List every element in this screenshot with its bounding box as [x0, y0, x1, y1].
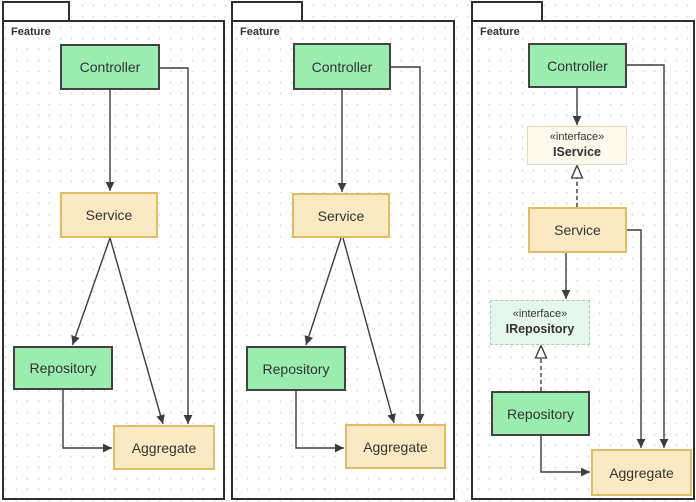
node-controller: Controller	[528, 43, 627, 88]
node-repository: Repository	[246, 346, 346, 391]
package-label: Feature	[480, 26, 520, 38]
node-aggregate: Aggregate	[345, 424, 446, 469]
package-label: Feature	[240, 26, 280, 38]
node-repository: Repository	[13, 346, 113, 390]
node-aggregate: Aggregate	[113, 425, 215, 470]
node-service: Service	[292, 193, 390, 238]
package-tab	[231, 1, 303, 20]
stereotype-label: «interface»	[549, 131, 605, 144]
node-service: Service	[528, 207, 627, 253]
package-tab	[2, 1, 70, 20]
package-frame: Feature	[471, 20, 695, 500]
node-service: Service	[60, 192, 158, 238]
interface-name: IRepository	[505, 322, 575, 337]
interface-name: IService	[553, 145, 601, 160]
node-controller: Controller	[293, 43, 391, 90]
package-frame: Feature	[231, 20, 455, 500]
node-aggregate: Aggregate	[591, 449, 692, 496]
node-iservice-interface: «interface» IService	[527, 126, 627, 165]
node-controller: Controller	[60, 44, 160, 90]
node-repository: Repository	[491, 391, 590, 436]
package-label: Feature	[11, 26, 51, 38]
node-irepository-interface: «interface» IRepository	[490, 300, 590, 345]
package-frame: Feature	[2, 20, 225, 500]
stereotype-label: «interface»	[512, 308, 568, 321]
package-tab	[471, 1, 543, 20]
